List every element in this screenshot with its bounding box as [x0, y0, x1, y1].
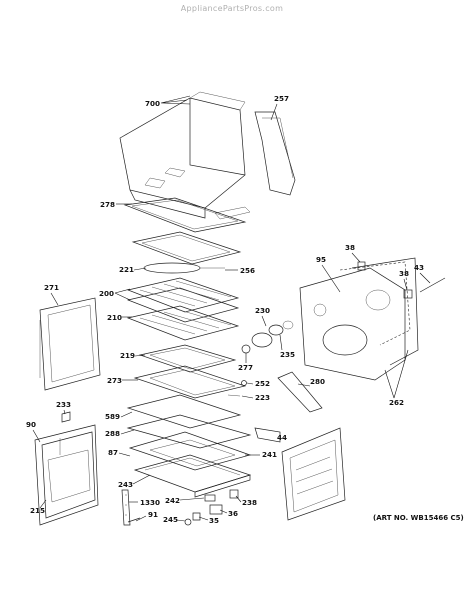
door-hinge — [121, 489, 131, 526]
watermark: AppliancePartsPros.com — [180, 4, 284, 13]
callout-36: 36 — [228, 509, 238, 518]
callout-256: 256 — [240, 266, 255, 275]
callout-1330: 1330 — [140, 498, 160, 507]
callout-235: 235 — [280, 350, 295, 359]
igniter-bracket — [227, 371, 323, 413]
callout-589: 589 — [105, 412, 120, 421]
callout-288: 288 — [105, 429, 120, 438]
lower-plates — [126, 394, 281, 471]
oven-door — [34, 424, 99, 526]
callout-230: 230 — [255, 306, 270, 315]
callout-243: 243 — [118, 480, 133, 489]
convection-fan — [241, 320, 294, 354]
callout-700: 700 — [145, 99, 160, 108]
callout-233: 233 — [56, 400, 71, 409]
callout-278: 278 — [100, 200, 115, 209]
callout-262: 262 — [389, 398, 404, 407]
oven-cabinet-top — [119, 91, 251, 220]
callout-95: 95 — [316, 255, 326, 264]
callout-215: 215 — [30, 506, 45, 515]
bake-element — [138, 344, 237, 373]
rear-panel-assembly — [299, 257, 446, 381]
callout-200: 200 — [99, 289, 114, 298]
callout-273: 273 — [107, 376, 122, 385]
callout-223: 223 — [255, 393, 270, 402]
broil-element-frame — [131, 231, 242, 274]
callout-221: 221 — [119, 265, 134, 274]
callout-210: 210 — [107, 313, 122, 322]
callout-238: 238 — [242, 498, 257, 507]
art-number-note: (ART NO. WB15466 C5) — [373, 514, 464, 522]
oven-bottom-panel — [133, 365, 247, 399]
callout-38-right: 38 — [399, 269, 409, 278]
callout-252: 252 — [255, 379, 270, 388]
callout-43: 43 — [414, 263, 424, 272]
callout-38-top: 38 — [345, 243, 355, 252]
callout-90: 90 — [26, 420, 36, 429]
callout-242: 242 — [165, 496, 180, 505]
oven-racks — [126, 277, 240, 341]
callout-245: 245 — [163, 515, 178, 524]
callout-91: 91 — [148, 510, 158, 519]
door-handle-clip — [61, 411, 71, 423]
hinge-hardware — [127, 489, 239, 526]
left-side-panel — [39, 297, 101, 391]
callouts: 700 257 278 221 256 200 210 219 273 589 … — [26, 94, 464, 525]
callout-44: 44 — [277, 433, 287, 442]
callout-87: 87 — [108, 448, 118, 457]
callout-277: 277 — [238, 363, 253, 372]
callout-35: 35 — [209, 516, 219, 525]
callout-271: 271 — [44, 283, 59, 292]
callout-219: 219 — [120, 351, 135, 360]
side-trim-panel — [254, 111, 296, 196]
callout-257: 257 — [274, 94, 289, 103]
right-side-panel-lower — [281, 427, 346, 521]
heat-shield-plate — [123, 197, 247, 233]
callout-241: 241 — [262, 450, 277, 459]
callout-280: 280 — [310, 377, 325, 386]
drawer-rail — [133, 454, 252, 498]
